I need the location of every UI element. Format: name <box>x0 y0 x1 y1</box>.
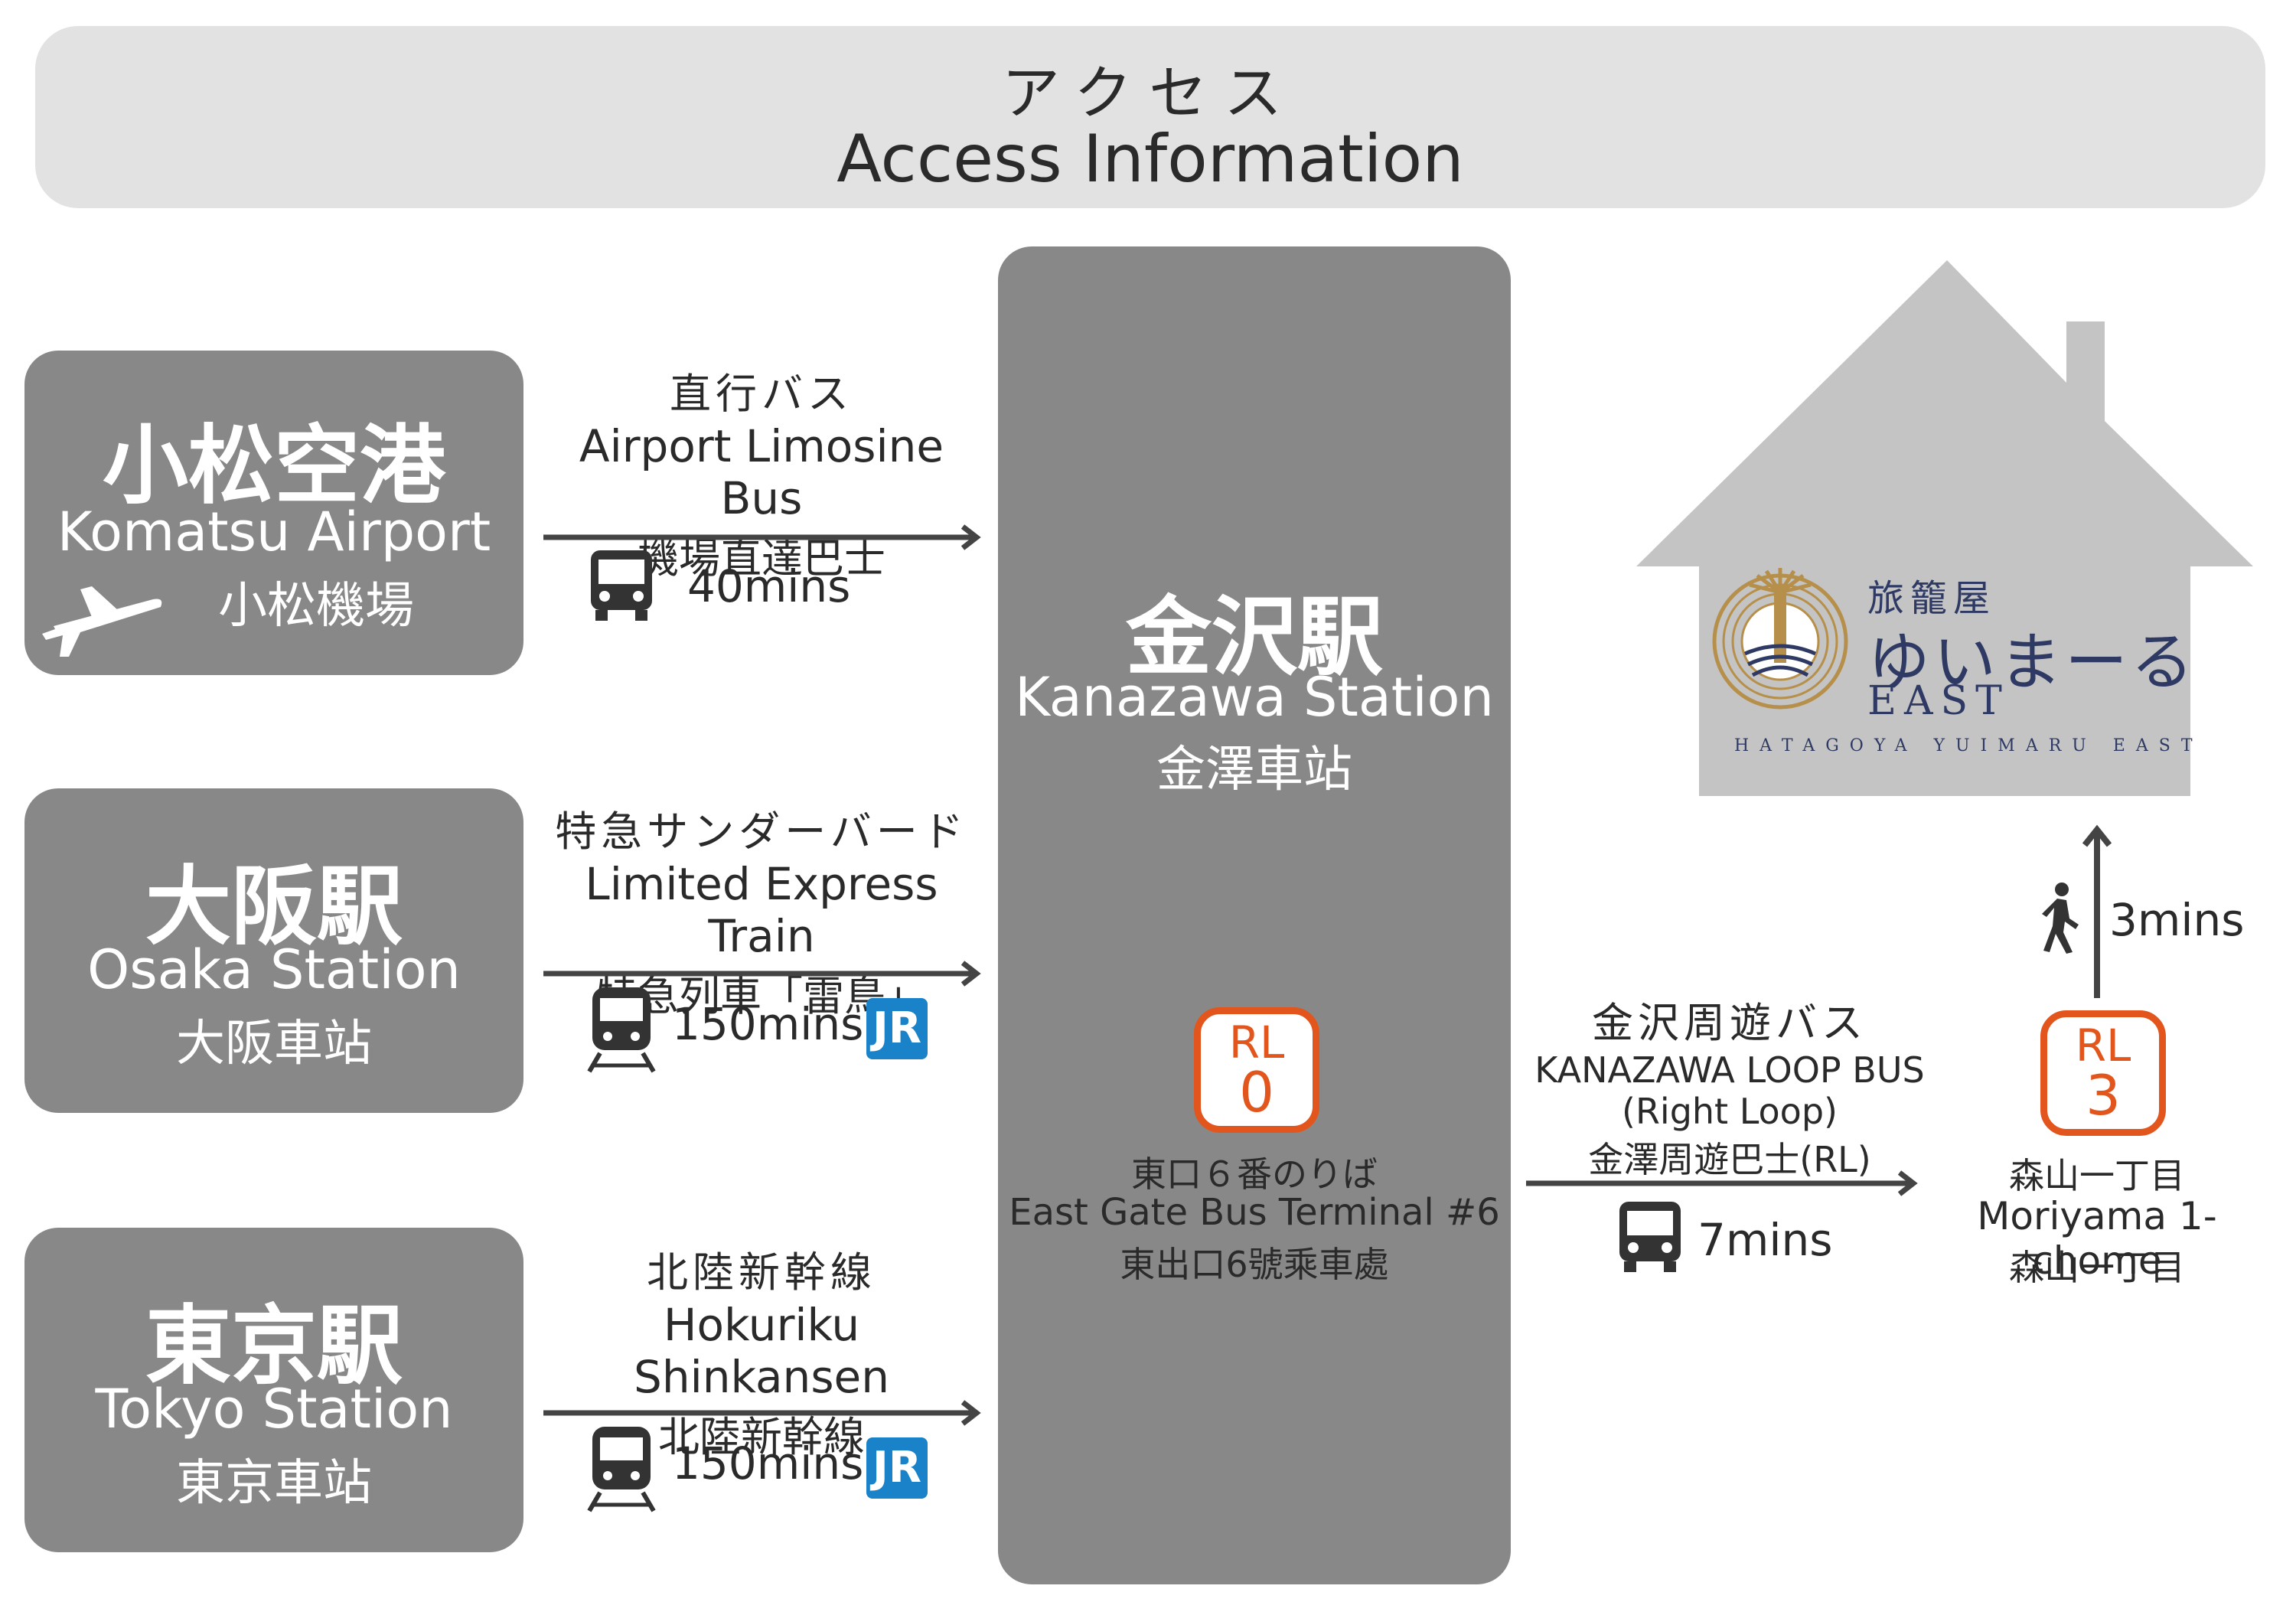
route-komatsu-label: 直行バス Airport Limosine Bus 機場直達巴士 <box>536 360 987 585</box>
route-name-tw: 機場直達巴士 <box>638 534 885 582</box>
jr-badge: JR <box>866 1437 928 1499</box>
bus-icon <box>1619 1202 1681 1272</box>
terminal-en: East Gate Bus Terminal #6 <box>1009 1191 1500 1234</box>
terminal-jp: 東口６番のりば <box>1131 1153 1378 1195</box>
hotel-prefix: 旅籠屋 <box>1867 577 1997 620</box>
terminal-tw: 東出口6號乘車處 <box>1120 1244 1389 1285</box>
loop-bus-en2: (Right Loop) <box>1622 1091 1838 1132</box>
route-name-en: Hokuriku Shinkansen <box>634 1299 889 1403</box>
route-arrow <box>543 1400 981 1426</box>
walk-arrow <box>2082 824 2112 998</box>
bus-icon <box>591 550 652 621</box>
route-duration: 150mins <box>672 1437 864 1489</box>
kanazawa-station-box: 金沢駅 Kanazawa Station 金澤車站 RL 0 東口６番のりば E… <box>998 246 1511 1584</box>
origin-komatsu-airport: 小松空港 Komatsu Airport 小松機場 <box>24 351 523 675</box>
route-arrow <box>1526 1170 1918 1196</box>
origin-name-jp: 小松空港 <box>103 416 445 516</box>
route-name-jp: 北陸新幹線 <box>647 1248 876 1297</box>
airplane-icon <box>42 586 162 657</box>
origin-name-tw: 東京車站 <box>176 1455 372 1512</box>
loop-bus-label: 金沢周遊バス KANAZAWA LOOP BUS (Right Loop) 金澤… <box>1523 989 1936 1183</box>
route-arrow <box>543 961 981 987</box>
stop-name-tw: 森山一丁目 <box>2009 1247 2185 1288</box>
route-name-jp: 特急サンダーバード <box>555 808 968 856</box>
station-name-en: Kanazawa Station <box>1015 666 1494 729</box>
loop-bus-tw: 金澤周遊巴士(RL) <box>1588 1139 1871 1180</box>
route-name-en: Limited Express Train <box>585 858 938 962</box>
stop-name-jp: 森山一丁目 <box>2009 1155 2185 1196</box>
jr-badge: JR <box>866 998 928 1059</box>
stop-code: RL <box>2075 1020 2131 1072</box>
station-name-jp: 金沢駅 <box>1126 588 1383 687</box>
station-name-tw: 金澤車站 <box>1156 742 1352 798</box>
train-icon <box>587 1427 656 1512</box>
route-duration: 40mins <box>687 560 851 612</box>
bus-stop-badge-rl0: RL 0 <box>1194 1007 1319 1133</box>
stop-code: RL <box>1228 1016 1285 1069</box>
origin-name-en: Osaka Station <box>87 938 461 1001</box>
header-title-en: Access Information <box>837 121 1464 197</box>
stop-number: 0 <box>1239 1060 1274 1124</box>
route-name-en: Airport Limosine Bus <box>579 420 944 524</box>
train-icon <box>587 987 656 1073</box>
route-tokyo-label: 北陸新幹線 Hokuriku Shinkansen 北陸新幹線 <box>536 1238 987 1463</box>
stop-number: 3 <box>2086 1063 2121 1127</box>
stop-name-en: Moriyama 1-chome <box>1977 1194 2217 1283</box>
header-title-jp: アクセス <box>1001 59 1300 127</box>
route-name-tw: 北陸新幹線 <box>658 1413 865 1461</box>
origin-name-en: Komatsu Airport <box>57 501 491 563</box>
walk-duration: 3mins <box>2109 894 2245 946</box>
origin-name-en: Tokyo Station <box>95 1378 453 1440</box>
bus-stop-badge-rl3: RL 3 <box>2040 1010 2166 1136</box>
loop-bus-duration: 7mins <box>1698 1214 1833 1266</box>
header-banner: アクセス Access Information <box>35 26 2265 208</box>
route-duration: 150mins <box>672 998 864 1050</box>
loop-bus-en: KANAZAWA LOOP BUS <box>1534 1049 1925 1091</box>
origin-tokyo-station: 東京駅 Tokyo Station 東京車站 <box>24 1228 523 1552</box>
origin-name-tw: 小松機場 <box>218 578 414 635</box>
origin-name-jp: 大阪駅 <box>145 857 403 957</box>
origin-name-tw: 大阪車站 <box>176 1016 372 1072</box>
loop-bus-jp: 金沢周遊バス <box>1592 999 1867 1047</box>
walking-person-icon <box>2042 883 2079 954</box>
origin-name-jp: 東京駅 <box>145 1297 403 1396</box>
hotel-logo-emblem <box>1712 568 1848 710</box>
route-arrow <box>543 524 981 550</box>
hotel-name: ゆいまーる <box>1867 626 2197 699</box>
route-name-jp: 直行バス <box>670 370 853 418</box>
origin-osaka-station: 大阪駅 Osaka Station 大阪車站 <box>24 788 523 1113</box>
hotel-suffix: EAST <box>1867 678 2010 724</box>
hotel-romaji: HATAGOYA YUIMARU EAST <box>1734 736 2203 755</box>
